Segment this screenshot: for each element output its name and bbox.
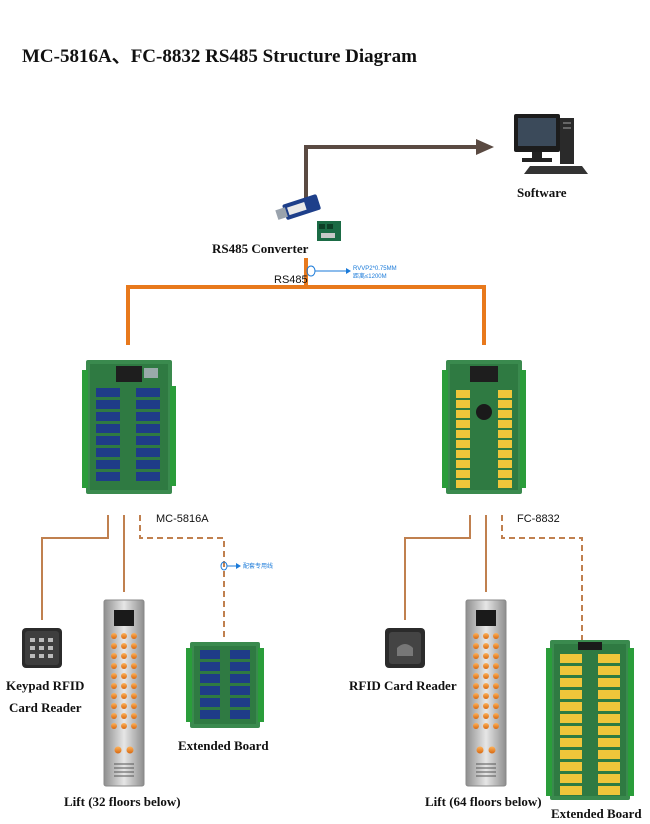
controller-board-icon <box>82 360 176 494</box>
extended-cable-note: 配套专用线 <box>243 562 273 570</box>
keypad-rfid-label-line1: Keypad RFID <box>6 678 84 693</box>
rs485-converter-icon <box>275 194 341 241</box>
rs485-bus <box>126 258 486 345</box>
controller-board-icon <box>442 360 526 494</box>
mc-device-wiring <box>41 515 225 640</box>
lift-panel-icon <box>465 599 507 787</box>
mc-relay-bank <box>96 388 160 481</box>
extended-board-icon <box>546 640 634 800</box>
fc-relay-bank <box>456 390 512 488</box>
fc8832-label: FC-8832 <box>517 513 560 525</box>
lift-64-buttons <box>473 633 499 729</box>
rs485-label: RS485 <box>274 274 308 286</box>
extended-right-relays <box>560 654 620 795</box>
rs485-converter-label: RS485 Converter <box>212 241 309 256</box>
keypad-rfid-label-line2: Card Reader <box>9 700 82 715</box>
software-link <box>304 139 494 205</box>
diagram-title: MC-5816A、FC-8832 RS485 Structure Diagram <box>22 46 417 67</box>
lift-32-buttons <box>111 633 137 729</box>
extended-board-right-label: Extended Board <box>551 806 642 821</box>
rfid-reader-label: RFID Card Reader <box>349 678 457 693</box>
cable-spec-callout <box>306 265 351 277</box>
extended-board-icon <box>186 642 264 728</box>
extended-board-left-label: Extended Board <box>178 738 269 753</box>
extended-left-relays <box>200 650 250 719</box>
computer-icon <box>514 114 588 174</box>
software-label: Software <box>517 185 567 200</box>
keypad-reader-icon <box>22 628 62 668</box>
lift-64-label: Lift (64 floors below) <box>425 794 542 809</box>
rfid-reader-icon <box>385 628 425 668</box>
extended-cable-callout <box>220 561 241 571</box>
cable-spec-line2: 距离≤1200M <box>353 272 387 280</box>
mc5816a-label: MC-5816A <box>156 513 209 525</box>
cable-spec-line1: RVVP2*0.75MM <box>353 266 397 272</box>
fc-device-wiring <box>404 515 583 640</box>
lift-panel-icon <box>103 599 145 787</box>
lift-32-label: Lift (32 floors below) <box>64 794 181 809</box>
